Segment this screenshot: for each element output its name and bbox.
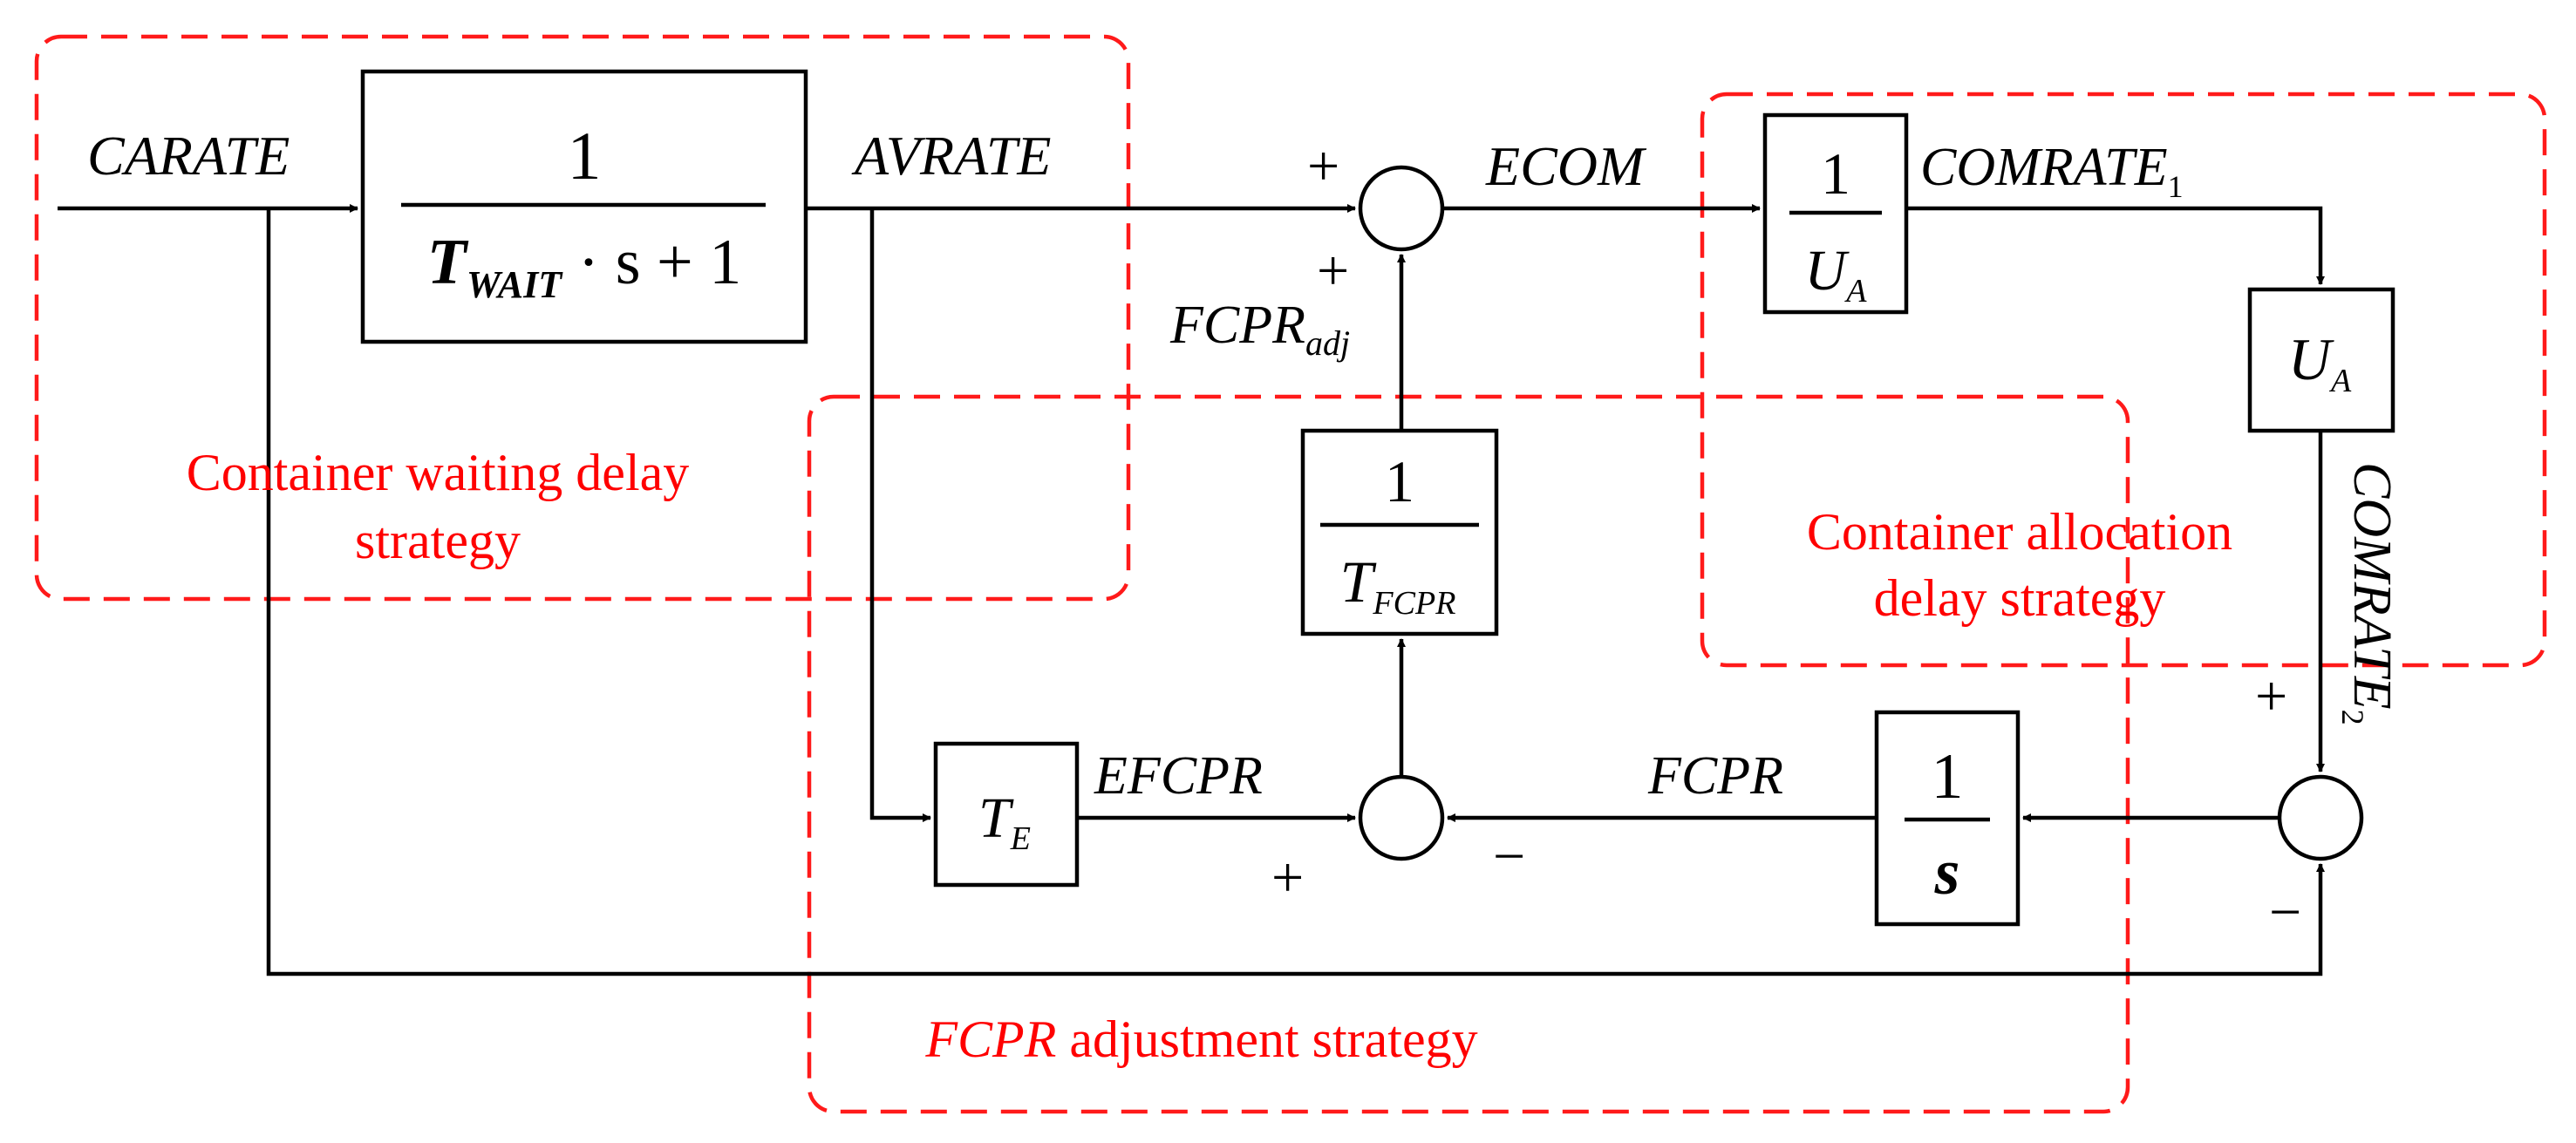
carate-label: CARATE — [87, 125, 290, 187]
inv-ua-numerator: 1 — [1821, 140, 1850, 207]
wait-filter-denominator: TWAIT · s + 1 — [427, 227, 742, 306]
inv-tfcpr-denominator: TFCPR — [1340, 548, 1456, 622]
sum-junction-efcpr — [1358, 774, 1445, 861]
sum-junction-ecom — [1358, 165, 1445, 252]
ua-label: UA — [2288, 326, 2352, 399]
sum3-plus-top: + — [2255, 664, 2287, 728]
sum2-plus-left: + — [1271, 846, 1304, 909]
fcpr-adj-label: FCPRadj — [1169, 296, 1350, 363]
comrate2-label: COMRATE2 — [2335, 462, 2402, 725]
allocation-region-caption-2: delay strategy — [1874, 569, 2166, 627]
te-label: TE — [978, 786, 1031, 857]
waiting-region-caption-1: Container waiting delay — [187, 444, 690, 501]
ecom-label: ECOM — [1485, 135, 1647, 197]
allocation-region-caption-1: Container allocation — [1807, 503, 2232, 561]
waiting-delay-region — [34, 34, 1131, 602]
integrator-denominator: s — [1934, 837, 1960, 908]
wait-filter-numerator: 1 — [568, 118, 602, 194]
allocation-delay-region — [1700, 92, 2547, 668]
sum1-plus-bottom: + — [1317, 239, 1349, 303]
fcpr-label: FCPR — [1647, 746, 1783, 806]
inv-ua-denominator: UA — [1805, 239, 1868, 310]
sum-junction-comrate — [2277, 774, 2364, 861]
efcpr-label: EFCPR — [1094, 746, 1263, 806]
inv-tfcpr-block — [1300, 428, 1499, 636]
ua-block — [2247, 287, 2395, 433]
integrator-numerator: 1 — [1932, 741, 1964, 813]
sum2-minus-right: − — [1493, 825, 1525, 888]
inv-tfcpr-numerator: 1 — [1385, 448, 1414, 514]
signal-lines — [58, 204, 2325, 976]
sum3-minus-bottom: − — [2269, 881, 2301, 944]
fcpr-adjustment-region — [807, 394, 2130, 1114]
te-block — [933, 741, 1080, 888]
sum1-plus-left: + — [1307, 134, 1339, 198]
waiting-region-caption-2: strategy — [355, 512, 521, 569]
fcpr-region-caption: FCPR adjustment strategy — [924, 1010, 1477, 1068]
comrate1-label: COMRATE1 — [1920, 138, 2184, 204]
avrate-label: AVRATE — [851, 125, 1052, 187]
